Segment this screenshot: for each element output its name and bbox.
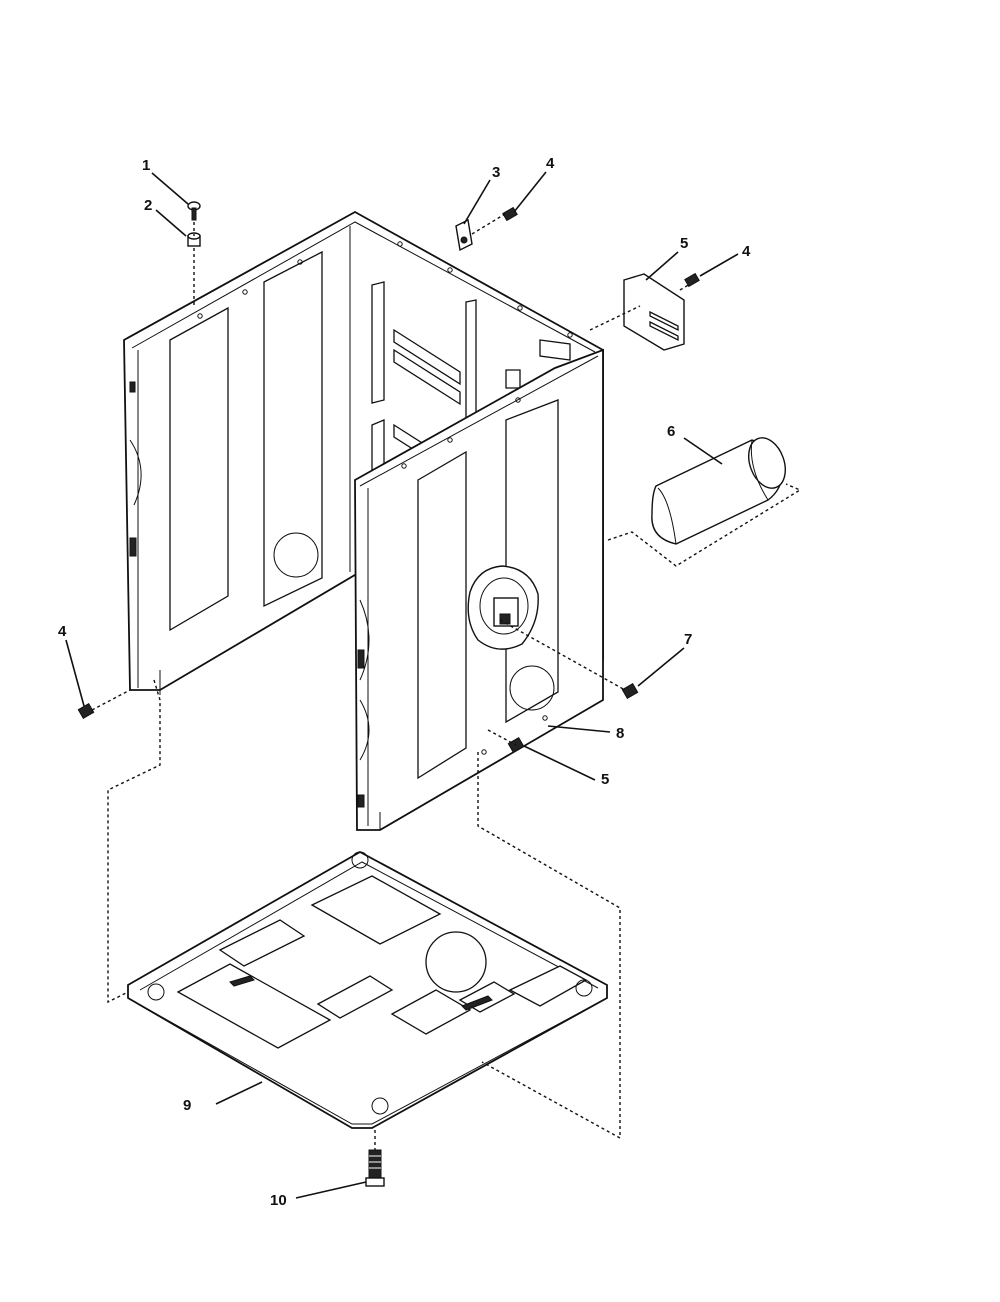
- callout-5-top: 5: [680, 235, 688, 252]
- screw-part-7: [621, 682, 639, 700]
- cabinet-side-panel: [354, 348, 604, 831]
- screw-part-1: [187, 201, 201, 221]
- base-plate: [127, 850, 608, 1129]
- leveling-foot-part-10: [365, 1149, 385, 1187]
- callout-10: 10: [270, 1192, 287, 1209]
- callout-2: 2: [144, 197, 152, 214]
- callout-3: 3: [492, 164, 500, 181]
- callout-4-top: 4: [546, 155, 555, 172]
- callout-labels: 1 2 3 4 5 4 6 4 7 8 5 9 10: [58, 155, 751, 1209]
- assembly-guide-lines: [91, 213, 802, 1150]
- callout-1: 1: [142, 157, 150, 174]
- leader-lines: [65, 171, 739, 1199]
- screw-part-4-right: [684, 272, 700, 288]
- callout-4-right: 4: [742, 243, 751, 260]
- callout-4-left: 4: [58, 623, 67, 640]
- screw-part-4-left: [77, 702, 95, 720]
- callout-5-bottom: 5: [601, 771, 609, 788]
- callout-9: 9: [183, 1097, 191, 1114]
- callout-6: 6: [667, 423, 675, 440]
- bracket-part-3: [455, 218, 473, 252]
- exhaust-duct-cylinder: [651, 437, 786, 545]
- callout-7: 7: [684, 631, 692, 648]
- callout-8: 8: [616, 725, 624, 742]
- cover-plate-part-5: [623, 273, 685, 351]
- exhaust-port-ring: [467, 565, 539, 650]
